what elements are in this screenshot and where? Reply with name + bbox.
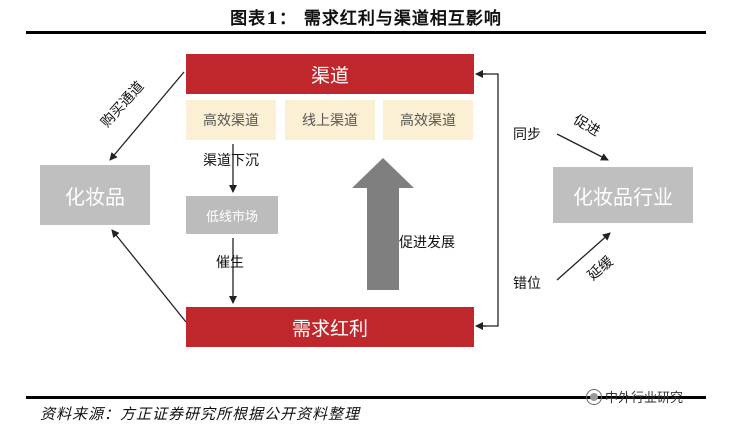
channel-bar: 渠道 xyxy=(186,54,474,94)
demand-dividend-bar: 需求红利 xyxy=(186,307,474,347)
label-sync: 同步 xyxy=(513,127,541,143)
top-rule xyxy=(26,31,706,34)
label-misaligned: 错位 xyxy=(513,276,541,292)
arrow-channel-to-cosmetics xyxy=(109,71,185,161)
sub-channel-online: 线上渠道 xyxy=(285,100,375,140)
label-promote-development: 促进发展 xyxy=(399,235,455,251)
wechat-icon xyxy=(586,388,602,405)
sub-channel-efficient-2: 高效渠道 xyxy=(383,100,473,140)
lower-tier-market-box: 低线市场 xyxy=(186,196,278,234)
watermark: 中外行业研究 xyxy=(586,387,683,406)
arrow-promote xyxy=(556,133,609,161)
arrow-demand-to-cosmetics xyxy=(111,229,187,323)
bottom-rule xyxy=(26,396,706,399)
figure-title: 图表1： 需求红利与渠道相互影响 xyxy=(230,9,502,29)
watermark-text: 中外行业研究 xyxy=(605,391,684,406)
cosmetics-box: 化妆品 xyxy=(40,165,150,225)
big-up-arrow xyxy=(352,158,414,290)
source-note: 资料来源：方正证券研究所根据公开资料整理 xyxy=(40,405,361,423)
cosmetics-industry-box: 化妆品行业 xyxy=(553,167,693,223)
label-channel-sinking: 渠道下沉 xyxy=(203,153,259,169)
sub-channel-efficient-1: 高效渠道 xyxy=(186,100,276,140)
label-catalyze: 催生 xyxy=(216,255,244,271)
arrow-delay xyxy=(556,232,611,281)
bracket-right xyxy=(478,73,499,327)
